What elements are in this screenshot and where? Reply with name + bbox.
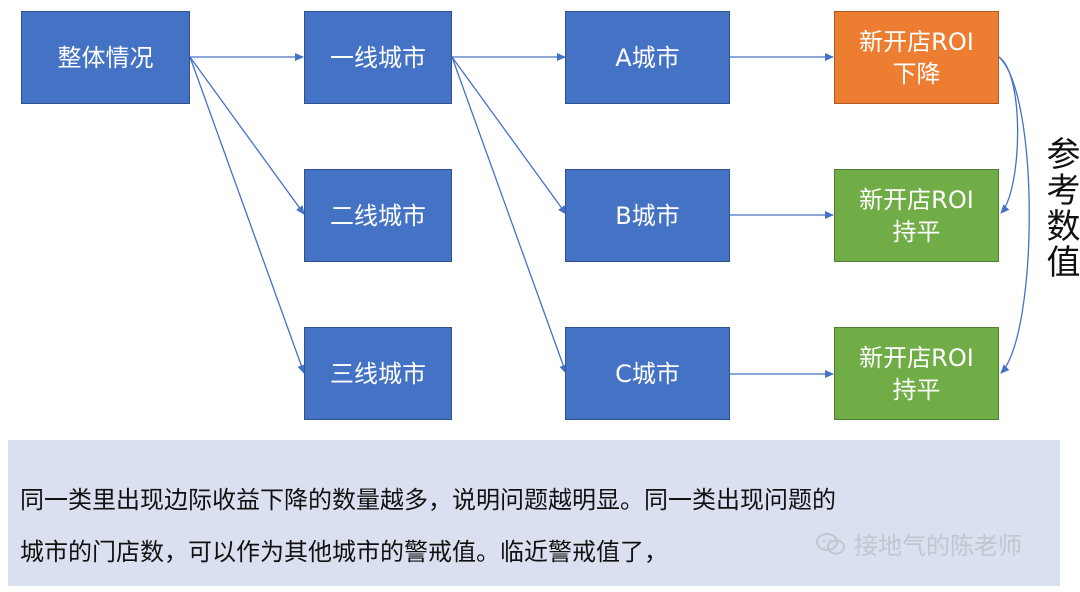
reference-value-label: 参考数值: [1040, 136, 1080, 280]
watermark-text: 接地气的陈老师: [854, 532, 1022, 560]
node-city-c: C城市: [565, 327, 730, 420]
wechat-icon: [816, 532, 846, 556]
note-line-2: 城市的门店数，可以作为其他城市的警戒值。临近警戒值了，: [20, 538, 668, 566]
watermark: 接地气的陈老师: [816, 526, 1022, 561]
edge-overall-tier2: [189, 56, 305, 215]
edge-tier1-city-b: [451, 56, 567, 215]
node-tier1-cities: 一线城市: [304, 11, 452, 104]
edge-roi-a-roi-b: [998, 56, 1019, 214]
node-city-a: A城市: [565, 11, 730, 104]
node-city-b: B城市: [565, 169, 730, 262]
edge-roi-a-roi-c: [998, 56, 1030, 374]
node-roi-c: 新开店ROI 持平: [834, 327, 999, 420]
edge-tier1-city-c: [451, 56, 568, 374]
explanation-note: 同一类里出现边际收益下降的数量越多，说明问题越明显。同一类出现问题的 城市的门店…: [8, 440, 1060, 586]
note-line-1: 同一类里出现边际收益下降的数量越多，说明问题越明显。同一类出现问题的: [20, 486, 836, 514]
edge-overall-tier3: [189, 56, 306, 374]
node-tier3-cities: 三线城市: [304, 327, 452, 420]
node-roi-a: 新开店ROI 下降: [834, 11, 999, 104]
node-overall: 整体情况: [21, 11, 190, 104]
node-tier2-cities: 二线城市: [304, 169, 452, 262]
node-roi-b: 新开店ROI 持平: [834, 169, 999, 262]
